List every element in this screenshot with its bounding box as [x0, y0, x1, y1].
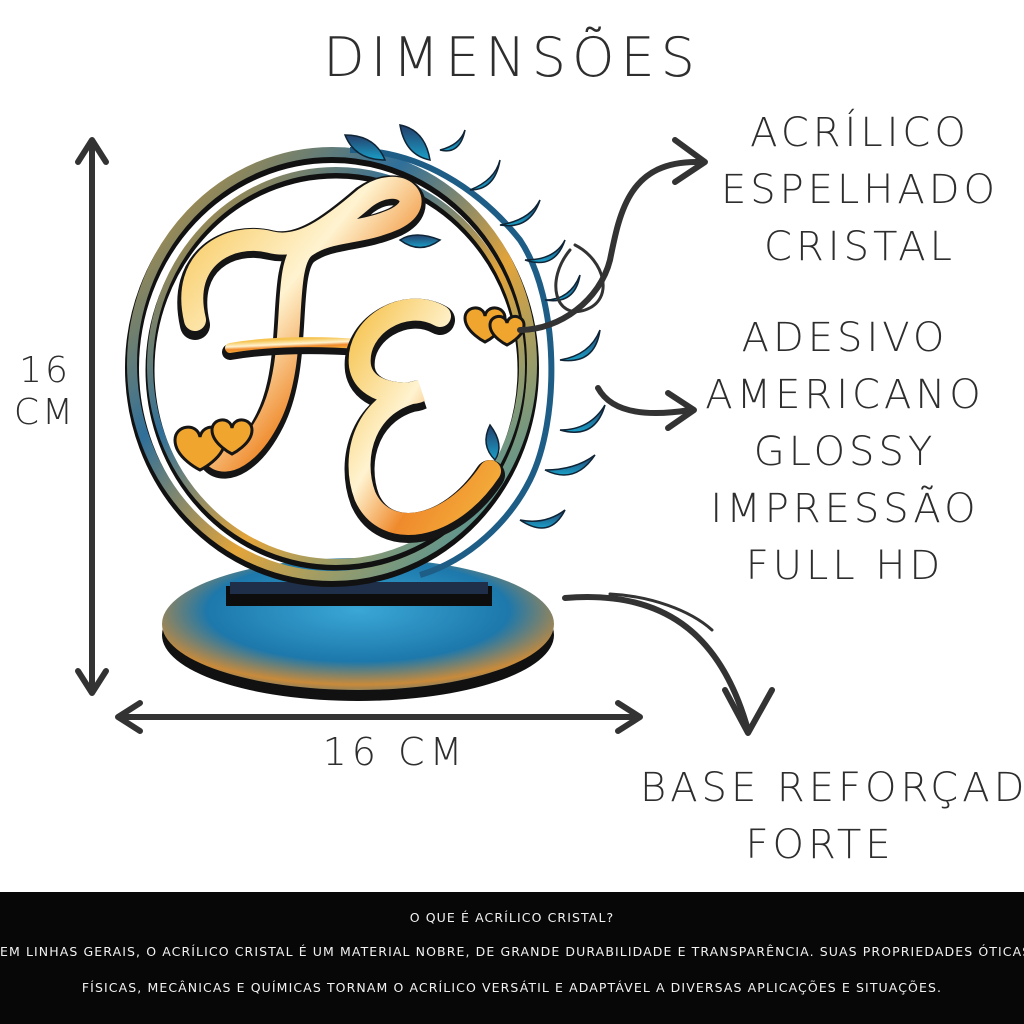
- product-base: [162, 558, 554, 701]
- callout-arrow-material: [517, 137, 708, 333]
- info-footer: O QUE É ACRÍLICO CRISTAL? EM LINHAS GERA…: [0, 892, 1024, 1024]
- callout-print: ADESIVO AMERICANO GLOSSY IMPRESSÃO FULL …: [700, 310, 990, 595]
- callout-base-line: FORTE: [745, 822, 895, 868]
- monogram-fe: [173, 175, 526, 543]
- callout-material: ACRÍLICO ESPELHADO CRISTAL: [715, 105, 1005, 276]
- height-dimension-label: 16 CM: [6, 350, 84, 434]
- callout-print-line: FULL HD: [745, 543, 945, 589]
- callout-print-line: IMPRESSÃO: [710, 486, 980, 532]
- product-ring: [125, 147, 539, 587]
- page-title: DIMENSÕES: [323, 26, 701, 89]
- callout-arrow-print: [595, 385, 697, 431]
- footer-question: O QUE É ACRÍLICO CRISTAL?: [409, 910, 615, 925]
- width-dimension-label: 16 CM: [322, 730, 468, 774]
- callout-base-line: BASE REFORÇADA: [640, 765, 1024, 811]
- callout-print-line: ADESIVO: [741, 315, 949, 361]
- callout-base: BASE REFORÇADA FORTE: [640, 760, 1024, 874]
- callout-material-line: ACRÍLICO: [750, 110, 970, 156]
- callout-print-line: GLOSSY: [753, 429, 937, 475]
- width-dimension-arrow: [115, 700, 643, 734]
- footer-text-line: EM LINHAS GERAIS, O ACRÍLICO CRISTAL É U…: [0, 944, 1024, 959]
- leaf-branch: [343, 124, 606, 578]
- callout-material-line: ESPELHADO: [720, 167, 1000, 213]
- height-unit: CM: [13, 392, 77, 433]
- callout-print-line: AMERICANO: [705, 372, 985, 418]
- height-dimension-arrow: [75, 137, 109, 696]
- product-illustration: [75, 124, 775, 736]
- callout-material-line: CRISTAL: [764, 224, 956, 270]
- callout-arrow-base: [562, 592, 775, 736]
- footer-text-line: FÍSICAS, MECÂNICAS E QUÍMICAS TORNAM O A…: [81, 980, 943, 995]
- height-value: 16: [19, 350, 71, 391]
